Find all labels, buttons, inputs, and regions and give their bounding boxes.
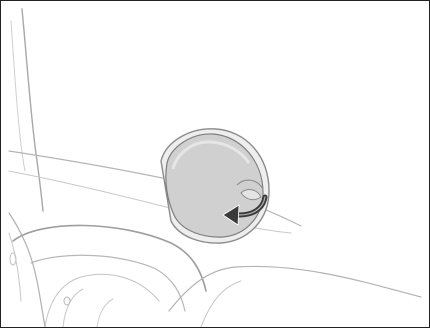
fuel-door-assembly (161, 129, 269, 243)
wheel-arch-outer (13, 225, 206, 291)
bumper-line (9, 233, 21, 301)
rocker-line-secondary (201, 281, 241, 327)
rocker-line (169, 266, 421, 311)
grommet-circle (64, 297, 70, 305)
tire-line (63, 289, 83, 327)
pillar-edge-line (22, 9, 43, 211)
side-marker (10, 253, 16, 265)
tire-tread-line (97, 299, 113, 327)
pillar-inner-line (11, 21, 25, 171)
wheel-arch-liner (45, 274, 159, 327)
